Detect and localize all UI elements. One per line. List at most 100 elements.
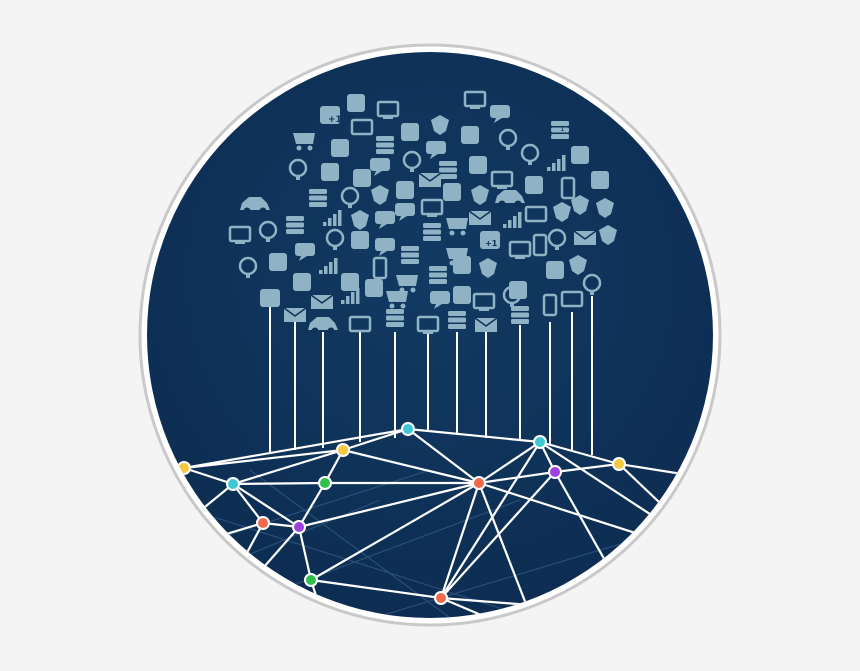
chat-tail	[494, 118, 502, 123]
stand	[423, 332, 433, 334]
server-icon	[286, 229, 304, 234]
chat-icon	[426, 141, 446, 154]
wheel	[449, 230, 455, 236]
network-edge	[554, 462, 620, 474]
monitor-icon	[228, 225, 252, 243]
tablet-icon	[524, 205, 548, 223]
chart-icon	[518, 212, 522, 228]
cyan-node	[535, 437, 545, 447]
wheel	[410, 287, 416, 293]
chat-tail	[399, 216, 407, 221]
server-icon	[286, 216, 304, 221]
chart-icon	[557, 159, 561, 171]
network-edge	[440, 441, 541, 599]
robot-icon	[331, 139, 349, 157]
yellow-node	[614, 459, 624, 469]
db-icon	[401, 252, 419, 258]
wheel	[296, 145, 302, 151]
wheel	[307, 145, 313, 151]
lock-icon	[571, 146, 589, 164]
network-edge	[440, 471, 556, 599]
stem	[246, 273, 250, 278]
chat-tail	[379, 224, 387, 229]
plane-icon	[569, 255, 587, 275]
star-icon	[553, 202, 571, 222]
coffee-icon	[469, 156, 487, 174]
db-icon	[448, 311, 466, 316]
phone-icon	[542, 293, 558, 317]
star-icon	[596, 198, 614, 218]
stand	[383, 117, 393, 119]
doc-icon	[525, 176, 543, 194]
hash-icon	[328, 218, 332, 226]
network-edge	[439, 482, 481, 599]
podium-icon	[309, 202, 327, 207]
wheel	[243, 207, 251, 215]
stand	[515, 257, 525, 259]
wheel	[498, 200, 506, 208]
washer-icon	[461, 126, 479, 144]
hash-icon	[338, 210, 342, 226]
thumb-icon	[260, 289, 280, 307]
wifi-icon	[334, 258, 338, 274]
image-icon	[416, 315, 440, 333]
network-edge	[297, 526, 313, 581]
stem	[348, 203, 352, 208]
db-icon	[448, 324, 466, 329]
faucet-icon	[453, 256, 471, 274]
stem	[510, 302, 514, 307]
hash-icon	[333, 214, 337, 226]
podium-icon	[551, 134, 569, 139]
stem	[555, 245, 559, 250]
router-icon	[429, 272, 447, 278]
yellow-node	[338, 445, 348, 455]
flap	[468, 210, 492, 220]
network-edge	[232, 481, 326, 486]
hash-icon	[323, 222, 327, 226]
db-icon	[401, 259, 419, 264]
boxes-icon	[423, 236, 441, 241]
stack-icon	[376, 136, 394, 141]
key-icon	[401, 123, 419, 141]
server-icon	[439, 167, 457, 173]
network-edge	[342, 448, 480, 485]
stack-icon	[376, 142, 394, 148]
truck-icon	[293, 133, 315, 144]
chat-tail	[430, 154, 438, 159]
phone-icon	[372, 256, 388, 280]
network-edge	[478, 441, 541, 484]
db-icon	[448, 317, 466, 323]
podium-icon	[511, 319, 529, 324]
red-node	[258, 518, 268, 528]
wheel	[389, 303, 395, 309]
wheel	[400, 303, 406, 309]
wheel	[327, 327, 335, 335]
like-badge-text-2: +1	[485, 239, 498, 248]
thumb-icon	[480, 231, 500, 249]
chat-tail	[379, 251, 387, 256]
boxes-icon	[423, 229, 441, 235]
drone-icon	[396, 181, 414, 199]
network-edge	[310, 482, 480, 581]
doc-icon	[365, 279, 383, 297]
car2-icon	[495, 190, 525, 203]
stem	[528, 160, 532, 165]
car2-icon	[308, 317, 338, 330]
chart-icon	[547, 167, 551, 171]
stand	[235, 242, 245, 244]
stem	[506, 145, 510, 150]
chat-icon	[375, 238, 395, 251]
server-icon	[286, 222, 304, 228]
funnel-icon	[571, 195, 589, 215]
chat-icon	[395, 203, 415, 216]
purple-node	[294, 522, 304, 532]
camera-icon	[347, 94, 365, 112]
coffee-icon	[453, 286, 471, 304]
network-edge	[232, 483, 264, 524]
chat-icon	[375, 211, 395, 224]
icon-drop-lines	[269, 296, 593, 455]
robot-icon	[269, 253, 287, 271]
tablet-icon	[350, 118, 374, 136]
monitor-icon	[376, 100, 400, 118]
purple-node	[550, 467, 560, 477]
